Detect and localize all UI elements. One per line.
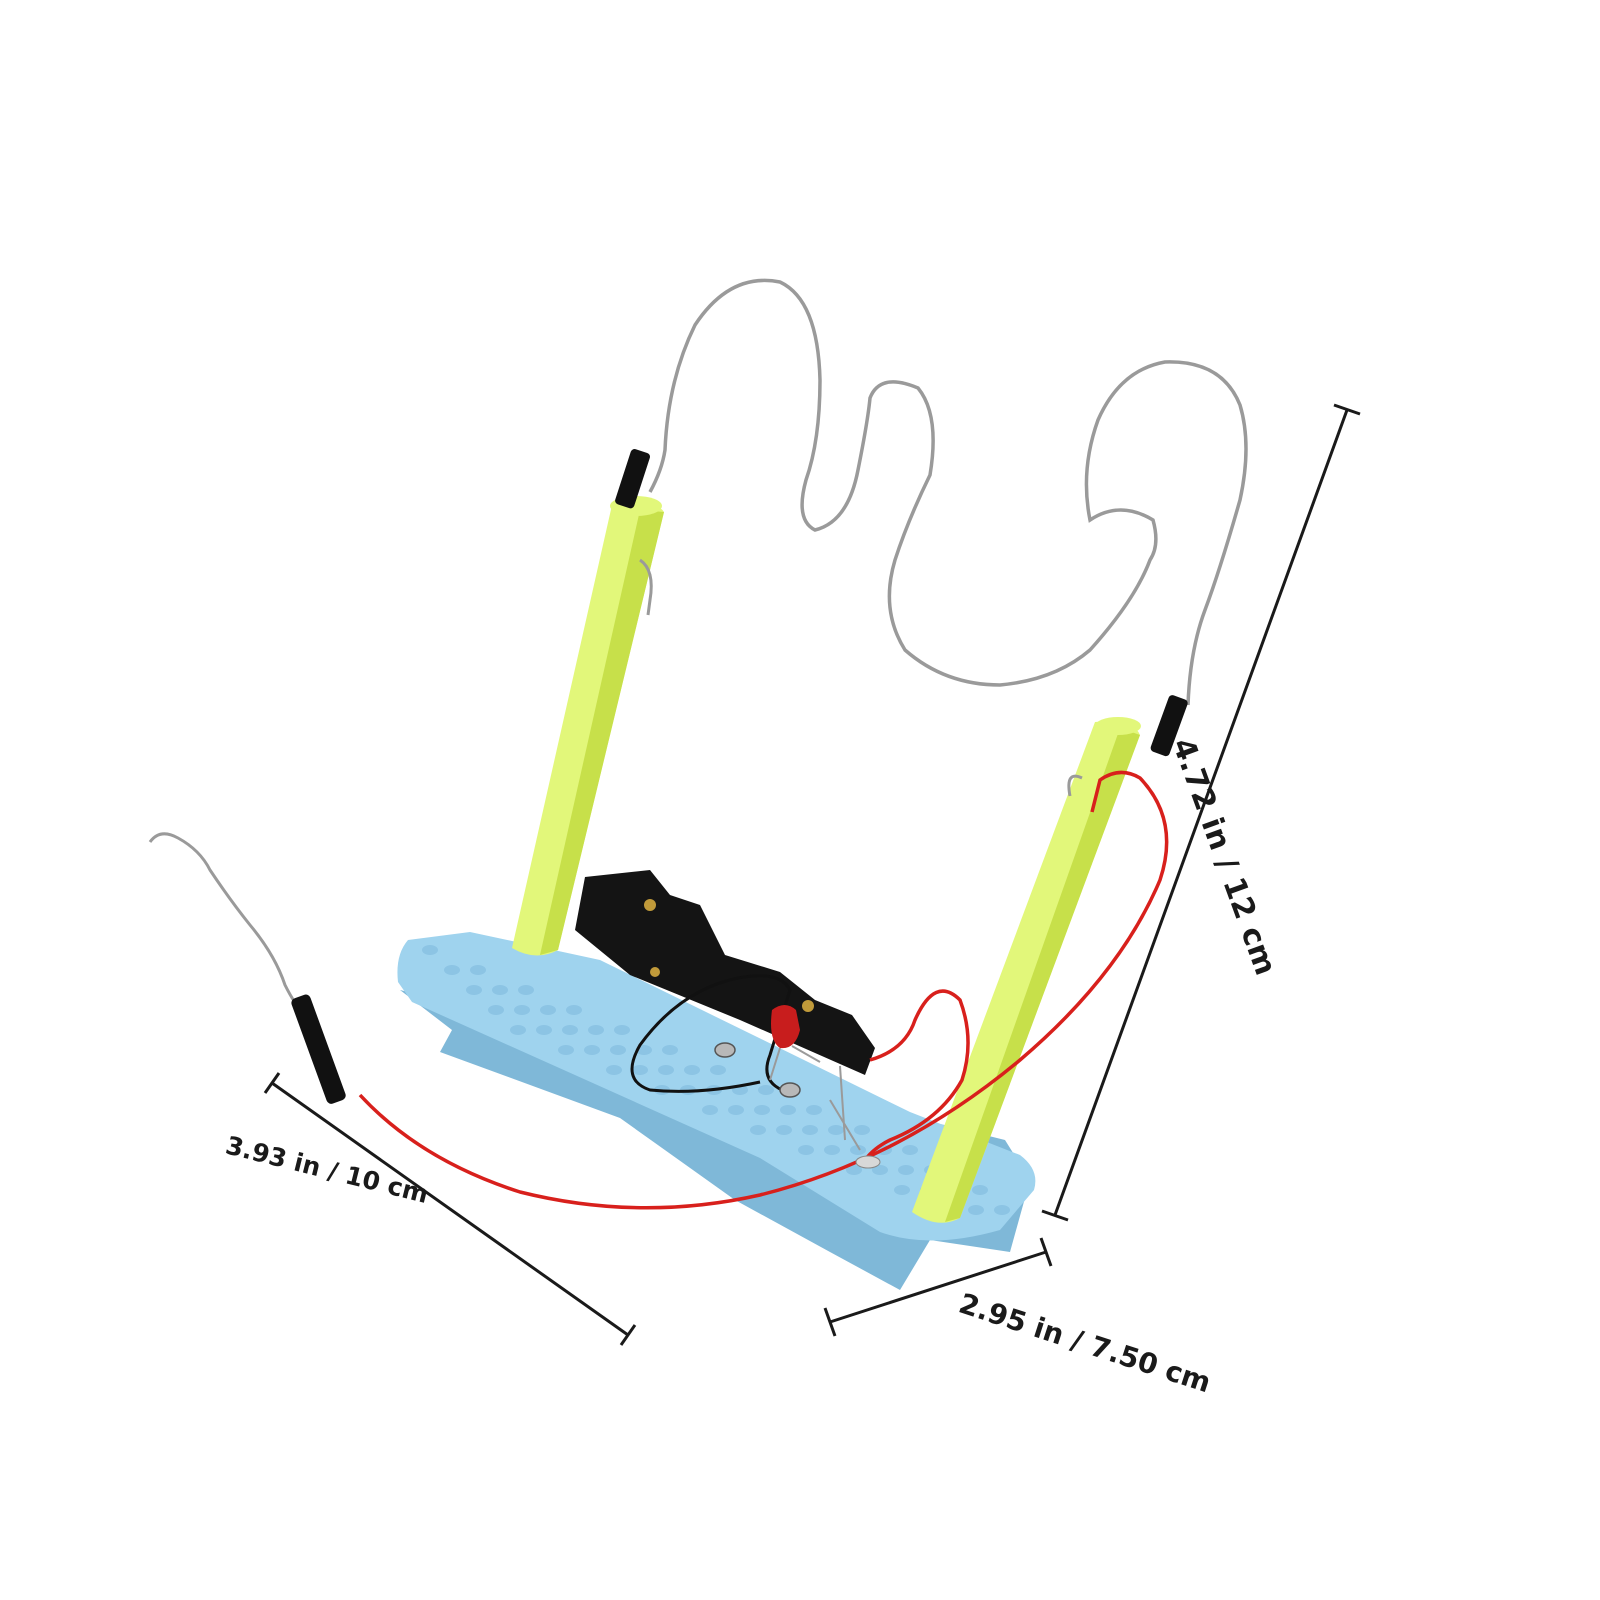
base-hole — [684, 1065, 700, 1075]
base-hole — [828, 1125, 844, 1135]
led-legs — [769, 1045, 861, 1151]
height-dimension-tick-start — [1333, 403, 1361, 416]
base-hole — [846, 1165, 862, 1175]
base-hole — [470, 965, 486, 975]
base-hole — [702, 1105, 718, 1115]
loop-wand-hook — [148, 832, 305, 1014]
base-hole — [540, 1005, 556, 1015]
base-hole — [902, 1145, 918, 1155]
left-post-shade — [540, 510, 664, 955]
base-hole — [754, 1105, 770, 1115]
base-hole — [802, 1125, 818, 1135]
right-post-shade — [945, 728, 1140, 1222]
right-post-sleeve — [1150, 695, 1188, 757]
base-hole — [514, 1005, 530, 1015]
base-hole — [972, 1185, 988, 1195]
base-hole — [632, 1065, 648, 1075]
terminal-screw-1 — [714, 1042, 736, 1058]
base-hole — [824, 1145, 840, 1155]
base-hole — [518, 985, 534, 995]
base-hole — [854, 1125, 870, 1135]
depth-dimension-line — [271, 1081, 629, 1337]
loop-wand — [148, 832, 346, 1104]
terminal-screw-2 — [779, 1082, 801, 1098]
resistor — [855, 1155, 881, 1169]
base-hole — [566, 1005, 582, 1015]
maze-wire — [648, 278, 1248, 706]
width-dimension-line — [829, 1250, 1047, 1324]
height-dimension-tick-end — [1041, 1209, 1069, 1222]
height-dimension-line — [1053, 409, 1349, 1216]
battery-spring-top — [644, 899, 656, 911]
base-hole — [710, 1065, 726, 1075]
circuit-parts — [714, 1005, 881, 1169]
base-hole — [894, 1185, 910, 1195]
height-dimension-label: 4.72 in / 12 cm — [1165, 734, 1283, 980]
width-dimension-tick-end — [1039, 1237, 1053, 1267]
base-hole — [610, 1045, 626, 1055]
loop-wand-handle — [291, 994, 346, 1104]
base-hole — [588, 1025, 604, 1035]
dimension-depth: 3.93 in / 10 cm — [223, 1072, 637, 1346]
battery-spring-bottom — [802, 1000, 814, 1012]
base-hole — [806, 1105, 822, 1115]
left-post — [512, 496, 664, 956]
depth-dimension-label: 3.93 in / 10 cm — [223, 1131, 432, 1209]
left-post-sleeve — [615, 449, 650, 509]
base-hole — [422, 945, 438, 955]
right-wire-end — [1067, 774, 1083, 797]
base-hole — [728, 1105, 744, 1115]
base-hole — [488, 1005, 504, 1015]
base-hole — [444, 965, 460, 975]
base-hole — [798, 1145, 814, 1155]
base-hole — [614, 1025, 630, 1035]
base-hole — [750, 1125, 766, 1135]
battery-contact-left — [650, 967, 660, 977]
base-hole — [536, 1025, 552, 1035]
base-hole — [558, 1045, 574, 1055]
battery-holder-body — [575, 870, 875, 1075]
left-wire-end — [639, 558, 653, 616]
base-hole — [758, 1085, 774, 1095]
base-hole — [780, 1105, 796, 1115]
base-hole — [510, 1025, 526, 1035]
base-hole — [872, 1165, 888, 1175]
battery-holder — [575, 870, 875, 1075]
base-hole — [562, 1025, 578, 1035]
base-hole — [994, 1205, 1010, 1215]
width-dimension-tick-start — [823, 1307, 837, 1337]
base-hole — [776, 1125, 792, 1135]
base-hole — [492, 985, 508, 995]
base-hole — [850, 1145, 866, 1155]
base-hole — [658, 1065, 674, 1075]
base-hole — [662, 1045, 678, 1055]
base-hole — [968, 1205, 984, 1215]
base-hole — [584, 1045, 600, 1055]
depth-dimension-tick-start — [263, 1072, 281, 1094]
base-hole — [606, 1065, 622, 1075]
led-bulb — [771, 1005, 800, 1049]
width-dimension-label: 2.95 in / 7.50 cm — [955, 1287, 1215, 1400]
black-wire — [630, 974, 792, 1093]
base-hole — [466, 985, 482, 995]
red-wire-short — [860, 989, 970, 1166]
base-hole — [898, 1165, 914, 1175]
right-post-top — [1095, 717, 1141, 735]
depth-dimension-tick-end — [619, 1324, 637, 1346]
red-wire-long — [358, 770, 1169, 1210]
